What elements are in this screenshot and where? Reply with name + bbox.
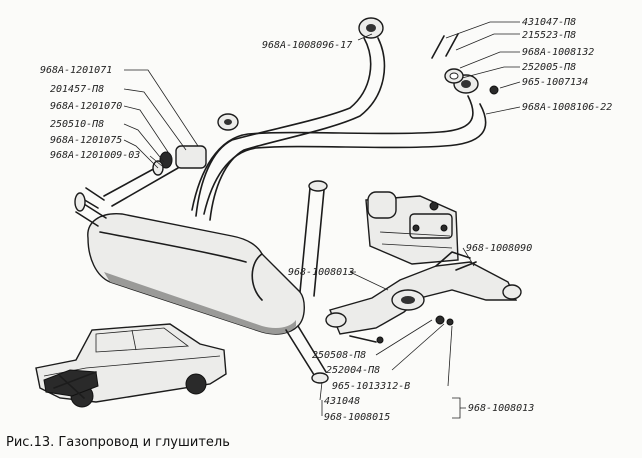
label-968A-1008132: 968А-1008132 — [522, 47, 594, 58]
label-968A-1201009-03: 968А-1201009-03 — [50, 150, 140, 161]
label-215523-P8: 215523-П8 — [522, 30, 576, 41]
label-250510-P8: 250510-П8 — [50, 119, 104, 130]
exhaust-manifold — [325, 251, 522, 344]
car-sketch — [35, 323, 227, 408]
label-968-1008013-a: 968-1008013 — [288, 267, 354, 278]
label-968A-1201070: 968А-1201070 — [50, 101, 122, 112]
muffler — [87, 213, 305, 335]
gasket-and-studs — [431, 33, 499, 95]
label-965-1007134: 965-1007134 — [522, 77, 588, 88]
label-252005-P8: 252005-П8 — [522, 62, 576, 73]
label-968A-1008106-22: 968А-1008106-22 — [522, 102, 612, 113]
leader-lines — [123, 21, 521, 419]
muffler-support-pipe — [299, 180, 328, 297]
muffler-inlet-pipes — [74, 159, 179, 227]
label-250508-P8: 250508-П8 — [312, 350, 366, 361]
part-labels: 968А-1008096-17 431047-П8 215523-П8 968А… — [40, 17, 612, 423]
front-exhaust-pipe-17 — [195, 17, 386, 221]
label-968A-1201071: 968А-1201071 — [40, 65, 112, 76]
label-201457-P8: 201457-П8 — [50, 84, 104, 95]
label-431048: 431048 — [324, 396, 360, 407]
label-968A-1201075: 968А-1201075 — [50, 135, 122, 146]
label-968A-1008096-17: 968А-1008096-17 — [262, 40, 352, 51]
label-431047-P8: 431047-П8 — [522, 17, 576, 28]
label-252004-P8: 252004-П8 — [326, 365, 380, 376]
figure-caption: Рис.13. Газопровод и глушитель — [6, 435, 230, 450]
label-968-1008013-b: 968-1008013 — [468, 403, 534, 414]
front-exhaust-pipe-22 — [191, 74, 487, 215]
label-968-1008015: 968-1008015 — [324, 412, 390, 423]
tailpipe — [285, 325, 329, 384]
engine-head — [365, 191, 459, 265]
label-968-1008090: 968-1008090 — [466, 243, 532, 254]
label-965-1013312-B: 965-1013312-В — [332, 381, 410, 392]
